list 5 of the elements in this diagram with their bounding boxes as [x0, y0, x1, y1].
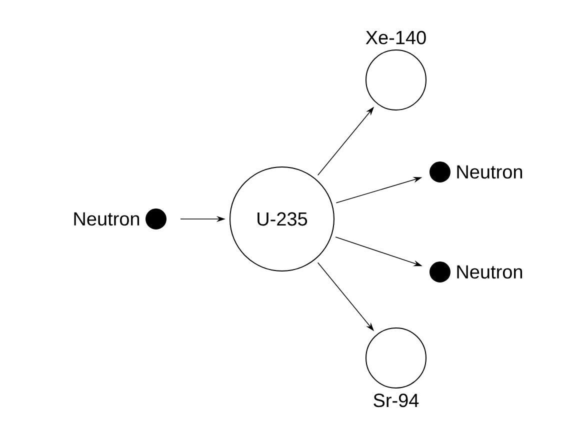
particle-label: Neutron — [457, 265, 522, 279]
particle-label: Neutron — [457, 165, 522, 179]
particle-label: Sr-94 — [374, 394, 419, 408]
particle-label: Neutron — [74, 212, 140, 226]
particle-label: Xe-140 — [366, 30, 426, 44]
